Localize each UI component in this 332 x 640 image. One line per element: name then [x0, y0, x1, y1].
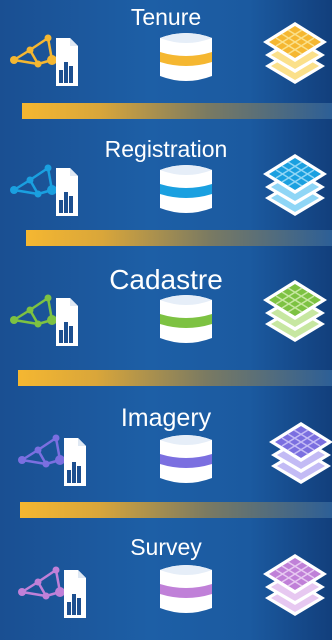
divider-bar — [26, 230, 332, 246]
layer-title: Cadastre — [109, 264, 223, 295]
workflow-report-icon — [16, 562, 88, 625]
workflow-report-icon — [8, 30, 80, 93]
database-icon — [158, 430, 214, 493]
divider-bar — [22, 103, 332, 119]
layer-section-survey: Survey — [0, 530, 332, 640]
database-icon — [158, 560, 214, 623]
divider-bar — [18, 370, 332, 386]
workflow-report-icon — [16, 430, 88, 493]
map-layers-icon — [262, 280, 328, 351]
layer-title: Imagery — [120, 404, 212, 432]
divider-bar — [20, 502, 332, 518]
map-layers-icon — [268, 422, 332, 493]
map-layers-icon — [262, 22, 328, 93]
map-layers-icon — [262, 154, 328, 225]
layer-title: Tenure — [130, 4, 202, 30]
database-icon — [158, 160, 214, 223]
database-icon — [158, 290, 214, 353]
layer-title: Survey — [130, 534, 202, 560]
layer-section-imagery: Imagery — [0, 398, 332, 508]
database-icon — [158, 28, 214, 91]
layer-section-cadastre: Cadastre — [0, 258, 332, 368]
workflow-report-icon — [8, 160, 80, 223]
layer-section-tenure: Tenure — [0, 0, 332, 110]
workflow-report-icon — [8, 290, 80, 353]
layer-title: Registration — [104, 136, 228, 162]
layer-section-registration: Registration — [0, 128, 332, 238]
map-layers-icon — [262, 554, 328, 625]
